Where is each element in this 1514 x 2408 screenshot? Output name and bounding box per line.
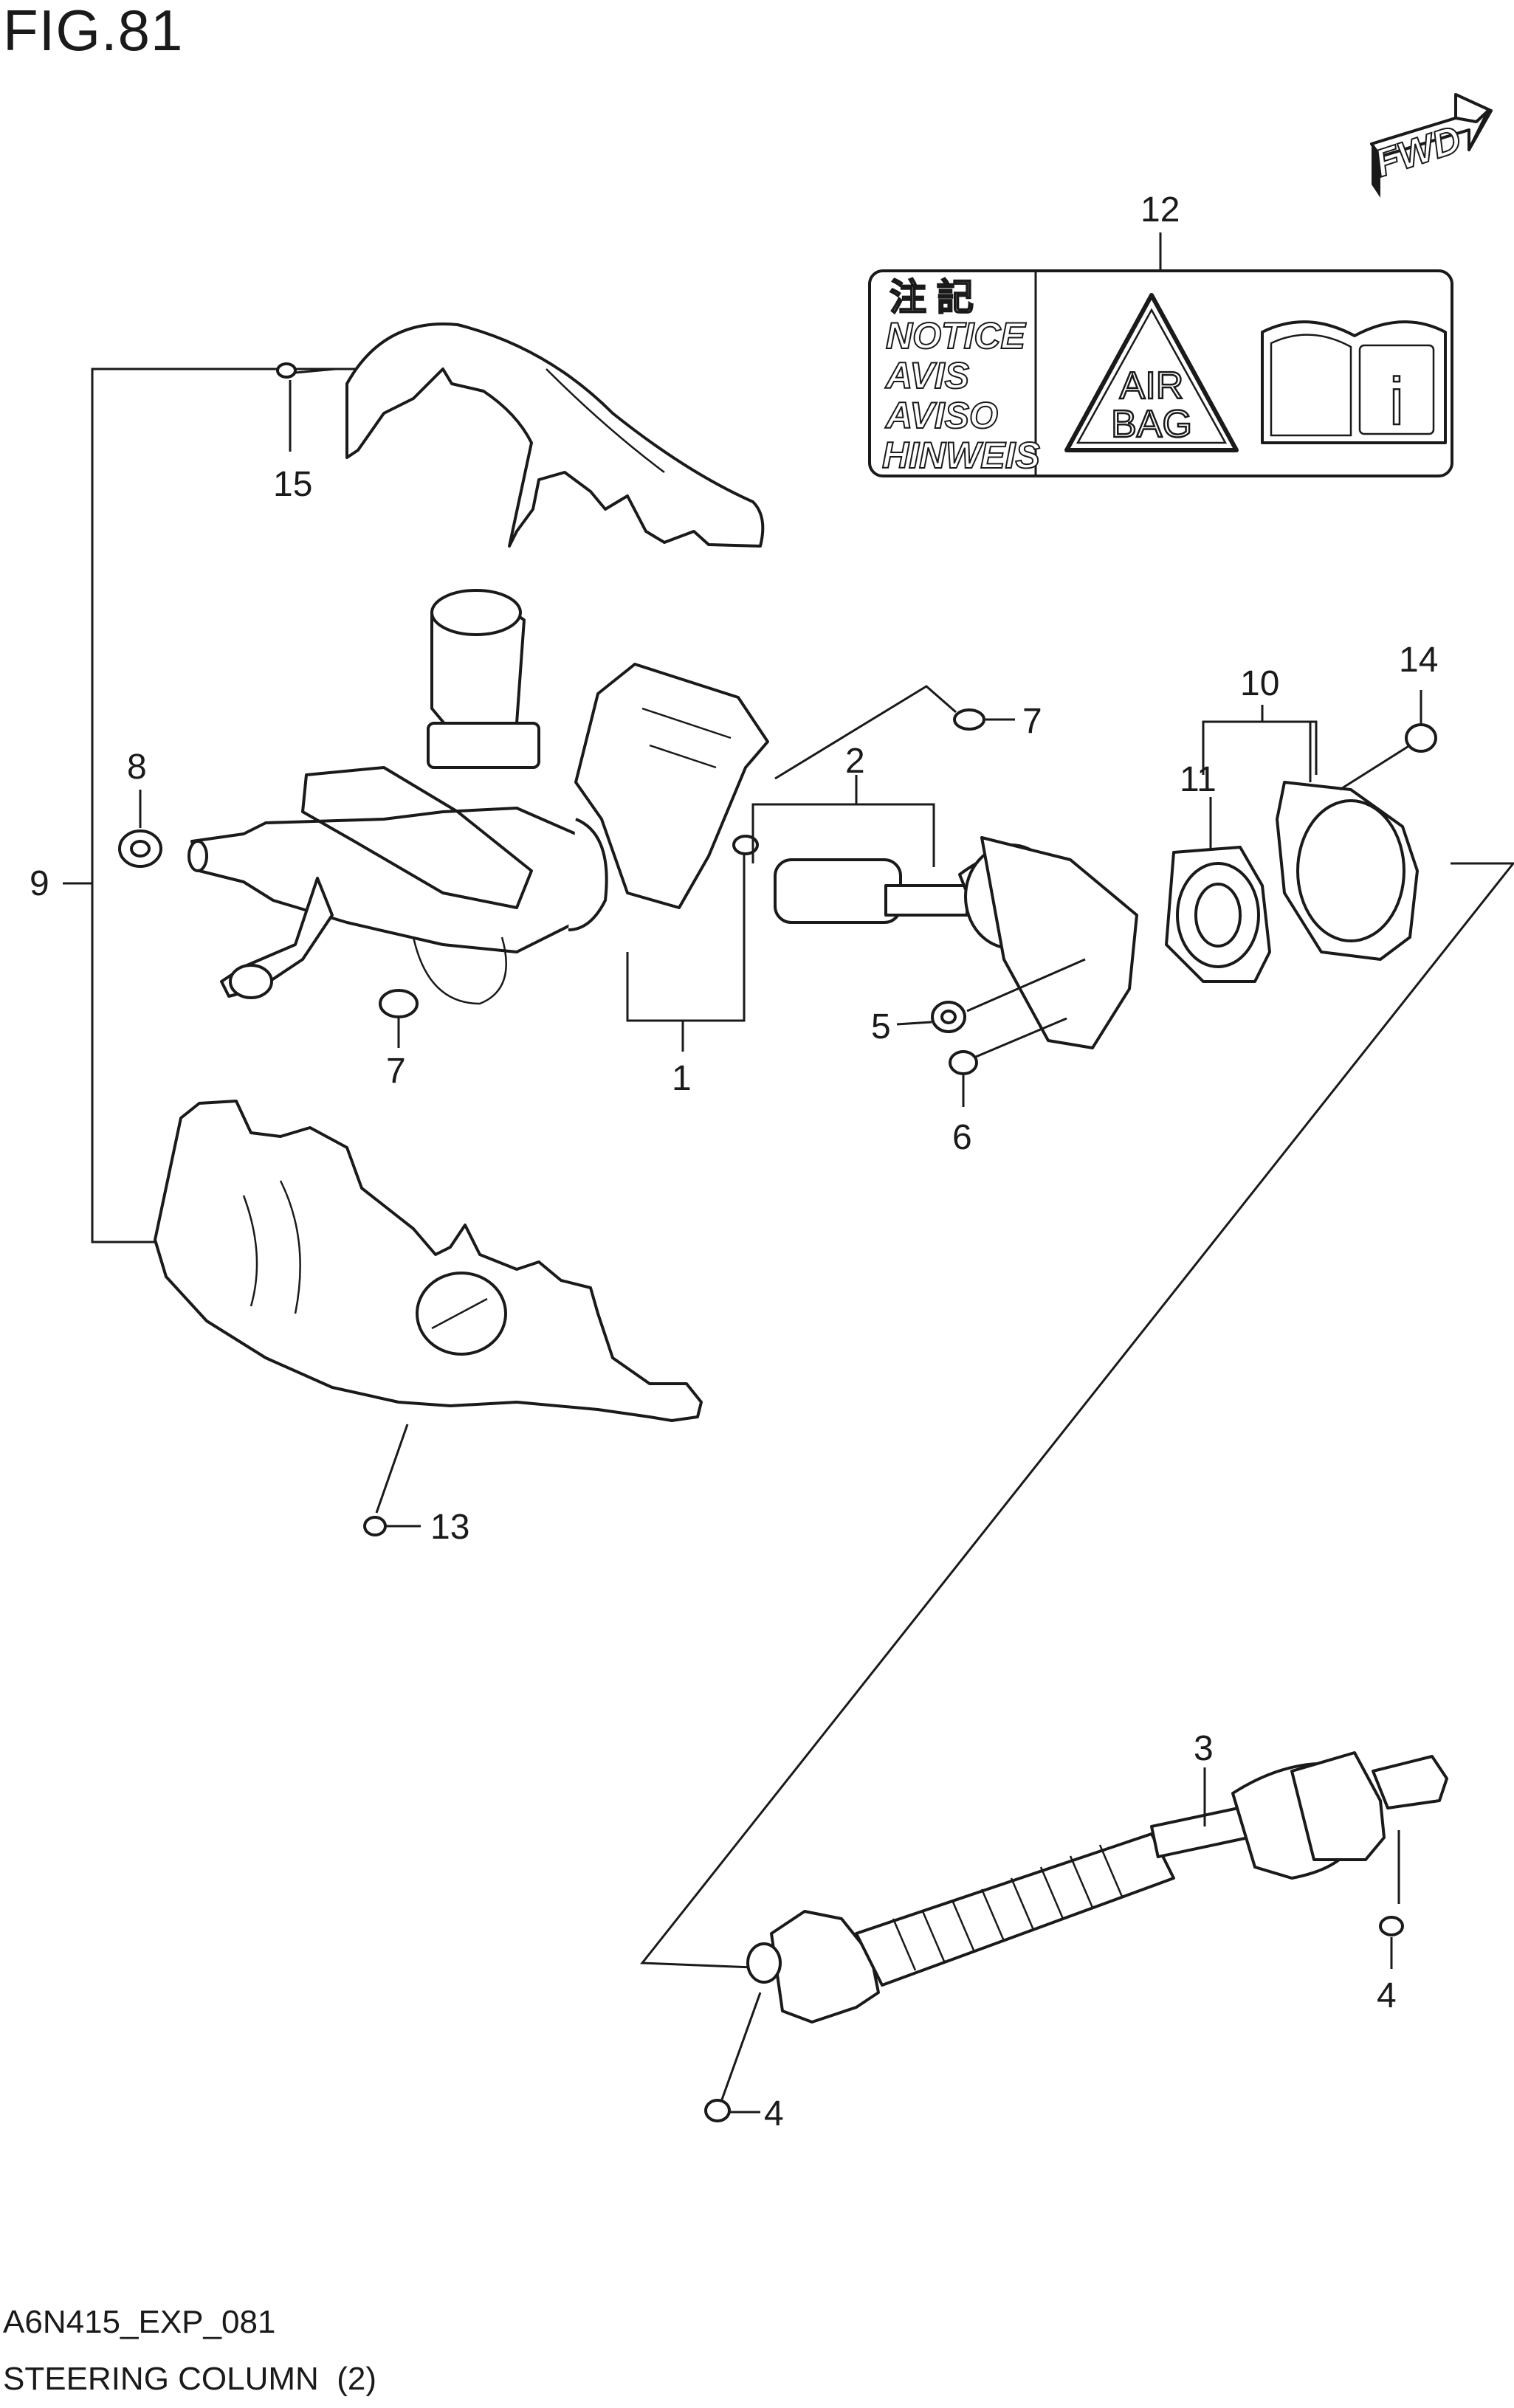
notice-line-fr: AVIS — [884, 355, 969, 396]
airbag-word-1: AIR — [1120, 365, 1184, 407]
notice-line-en: NOTICE — [886, 315, 1027, 356]
manual-book-icon: i — [1261, 320, 1447, 444]
notice-line-es: AVISO — [884, 395, 998, 436]
callout-4-lower: 4 — [764, 2094, 784, 2133]
screw-13 — [363, 1424, 421, 1536]
steering-column-assembly — [187, 589, 769, 1005]
bolt-6 — [949, 1017, 1067, 1107]
group-9-bracket — [63, 368, 362, 1243]
nut-5 — [896, 958, 1086, 1033]
callout-3: 3 — [1194, 1729, 1214, 1768]
screw-15 — [276, 362, 337, 452]
figure-code: A6N415_EXP_081 — [3, 2304, 276, 2340]
callout-15: 15 — [273, 465, 312, 504]
callout-10: 10 — [1240, 664, 1279, 703]
fwd-arrow-icon: FWD — [1369, 93, 1493, 198]
callout-7-upper: 7 — [1022, 702, 1042, 741]
callout-1: 1 — [672, 1059, 692, 1098]
callout-6: 6 — [952, 1118, 972, 1157]
callout-8: 8 — [127, 748, 147, 787]
fwd-label: FWD — [1370, 118, 1467, 186]
bolt-4-lower — [704, 1992, 762, 2122]
intermediate-shaft-3 — [746, 1751, 1448, 2024]
notice-line-ja: 注 記 — [890, 277, 974, 318]
callout-4-upper: 4 — [1377, 1976, 1397, 2015]
nut-14 — [1339, 690, 1437, 791]
callout-12: 12 — [1140, 190, 1180, 230]
airbag-notice-label: 注 記 NOTICE AVIS AVISO HINWEIS AIR BAG i — [868, 269, 1453, 477]
callout-13: 13 — [430, 1508, 469, 1547]
callout-labels: 1 2 3 4 4 5 6 7 7 8 9 10 11 12 13 14 15 — [30, 190, 1438, 2133]
nut-8 — [118, 790, 162, 868]
callout-14: 14 — [1399, 641, 1438, 680]
universal-joint-2 — [732, 835, 1138, 1049]
lower-shaft-leader — [639, 862, 1514, 1969]
callout-9: 9 — [30, 864, 49, 903]
lower-column-cover — [154, 1100, 703, 1422]
bolt-4-upper — [1379, 1830, 1404, 1969]
info-glyph: i — [1389, 365, 1404, 439]
airbag-warning-icon: AIR BAG — [1064, 293, 1239, 452]
callout-11: 11 — [1180, 760, 1217, 799]
upper-column-cover — [345, 322, 765, 548]
airbag-word-2: BAG — [1111, 403, 1192, 446]
figure-name: STEERING COLUMN (2) — [3, 2361, 377, 2397]
notice-line-de: HINWEIS — [882, 435, 1040, 476]
nut-7-upper — [774, 685, 1015, 780]
callout-7-lower: 7 — [386, 1052, 406, 1091]
plate-10 — [1276, 722, 1419, 961]
figure-title: FIG.81 — [3, 0, 184, 63]
callout-2: 2 — [845, 742, 865, 781]
callout-5: 5 — [871, 1007, 891, 1046]
nut-7-lower — [379, 989, 419, 1048]
seal-11 — [1165, 797, 1271, 983]
